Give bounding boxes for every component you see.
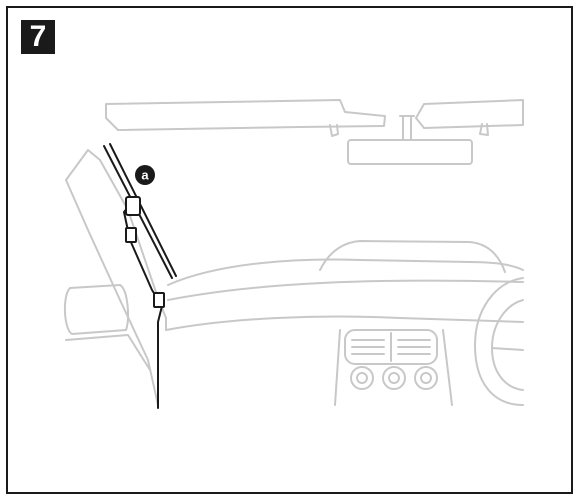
left-sun-visor [105,99,386,131]
mirror-mount [399,115,415,141]
cable-segment-top-outline [109,143,177,277]
figure-frame [6,6,573,494]
steering-wheel-inner [491,299,524,391]
cable-clip-upper [125,196,141,216]
right-visor-clip [479,123,489,136]
door-line [65,334,151,371]
center-vent-housing [344,329,438,365]
cable-clip-middle [125,227,137,243]
dashboard-hood [319,240,506,273]
dashboard-edge [167,279,524,301]
cable-clip-lower [153,292,165,308]
control-knob-middle [382,366,406,390]
console-lower [334,329,453,406]
rearview-mirror [347,139,473,165]
steering-wheel-outer [474,277,524,406]
callout-circle-icon [135,165,155,185]
step-number-badge: 7 [21,20,55,54]
control-knob-right [414,366,438,390]
dashboard-top [167,258,524,286]
side-mirror [64,284,129,335]
callout-label: a [141,168,149,183]
left-visor-clip [329,124,339,137]
a-pillar-inner [65,179,159,406]
steering-spoke [491,347,524,351]
control-knob-left [350,366,374,390]
vent-slats [351,339,431,355]
callout-marker: a [135,165,155,185]
cable-run [123,199,163,409]
right-sun-visor [415,99,524,129]
dashboard-lower [165,315,524,331]
